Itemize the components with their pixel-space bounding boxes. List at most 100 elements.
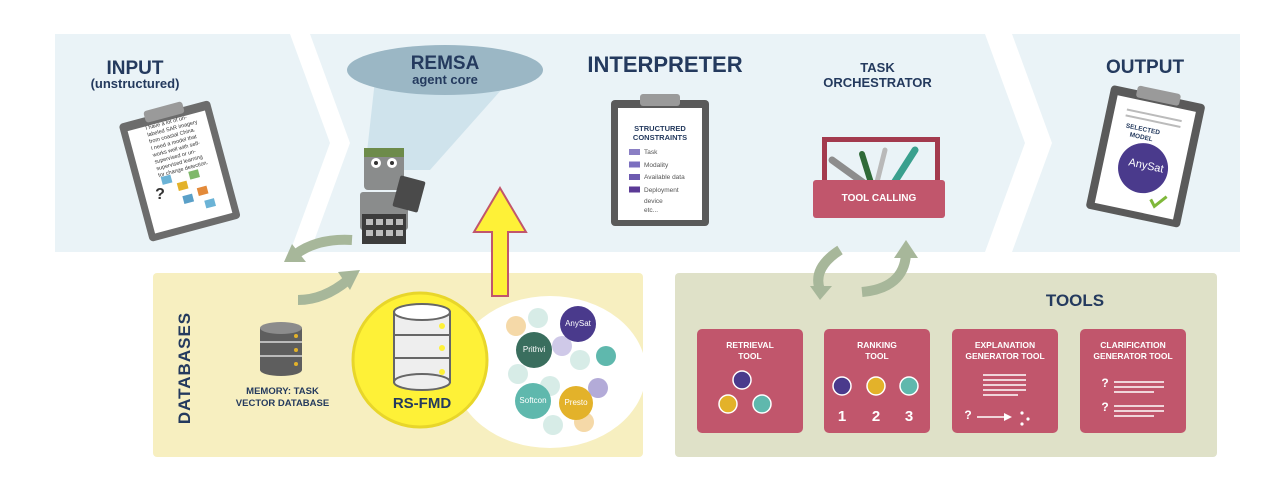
- tool-calling-label: TOOL CALLING: [841, 193, 917, 204]
- tool-title-line: GENERATOR TOOL: [1093, 351, 1173, 361]
- prithvi-label: Prithvi: [522, 345, 546, 354]
- databases-title: DATABASES: [175, 311, 194, 425]
- input-subtitle: (unstructured): [90, 76, 180, 91]
- tools-arrow-up: [861, 253, 911, 297]
- ranking-dot: [832, 376, 852, 396]
- input-title: INPUT: [106, 58, 164, 79]
- clarification-question-mark: ?: [1101, 400, 1109, 414]
- explanation-tool-card: [952, 329, 1058, 433]
- model-cloud: [454, 296, 646, 448]
- tool-title-line: GENERATOR TOOL: [965, 351, 1045, 361]
- cloud-dot: [552, 336, 572, 356]
- tools-title: TOOLS: [1045, 291, 1105, 310]
- memory-arrowhead-lower: [338, 270, 360, 290]
- explanation-question-mark: ?: [964, 408, 972, 422]
- agent-subtitle: agent core: [412, 72, 478, 87]
- explanation-dot: [1020, 422, 1024, 426]
- tool-title-line: EXPLANATION: [974, 340, 1036, 350]
- explanation-dot: [1026, 417, 1030, 421]
- cloud-dot: [528, 308, 548, 328]
- rsfmd-label: RS-FMD: [392, 395, 452, 412]
- cloud-dot: [570, 350, 590, 370]
- tool-title-line: TOOL: [738, 351, 762, 361]
- constraints-clipboard: [611, 94, 709, 226]
- explanation-arrowhead: [1004, 413, 1012, 421]
- rank-number: 3: [904, 408, 914, 425]
- orchestrator-title: TASK ORCHESTRATOR: [800, 60, 955, 90]
- retrieval-dot: [752, 394, 772, 414]
- softcon-label: Softcon: [519, 396, 547, 405]
- agent-light-cone: [365, 80, 510, 170]
- prithvi-bubble: [516, 332, 552, 368]
- cloud-dot: [508, 364, 528, 384]
- robot-icon: [360, 148, 426, 244]
- tools-arrowhead-up: [894, 240, 918, 258]
- constraint-item: Deployment: [644, 186, 679, 194]
- input-clipboard: [119, 100, 241, 242]
- tool-title-line: TOOL: [865, 351, 889, 361]
- clarification-tool-card: [1080, 329, 1186, 433]
- constraint-swatches: [629, 149, 640, 193]
- ranking-tool-title: RANKING TOOL: [824, 340, 930, 362]
- constraint-swatch: [629, 186, 640, 193]
- tool-title-line: RETRIEVAL: [726, 340, 774, 350]
- ranking-dot: [866, 376, 886, 396]
- memory-label: MEMORY: TASK VECTOR DATABASE: [225, 386, 340, 410]
- yellow-up-arrow: [472, 186, 528, 297]
- rank-number: 2: [871, 408, 881, 425]
- explanation-tool-title: EXPLANATION GENERATOR TOOL: [952, 340, 1058, 362]
- anysat-label: AnySat: [565, 319, 591, 328]
- constraint-item: Available data: [644, 174, 685, 181]
- rank-number: 1: [837, 408, 847, 425]
- explanation-dot: [1020, 411, 1024, 415]
- output-title: OUTPUT: [1105, 57, 1185, 78]
- memory-arrowhead-upper: [284, 244, 306, 262]
- agent-title: REMSA: [410, 53, 480, 74]
- anysat-bubble: [560, 306, 596, 342]
- constraint-swatch: [629, 174, 640, 180]
- constraint-item-extra: etc...: [644, 207, 659, 214]
- input-question-mark: ?: [155, 186, 165, 203]
- constraints-title-line: STRUCTURED: [634, 124, 686, 133]
- clarification-question-mark: ?: [1101, 376, 1109, 390]
- cloud-dot: [588, 378, 608, 398]
- ranking-dot: [899, 376, 919, 396]
- memory-arrow-upper: [293, 234, 353, 259]
- cloud-dot: [543, 415, 563, 435]
- interpreter-title: INTERPRETER: [587, 52, 743, 77]
- toolbox-icon: [813, 137, 945, 218]
- memory-database-icon: [260, 322, 302, 376]
- memory-label-line: MEMORY: TASK: [246, 386, 319, 397]
- constraint-swatch: [629, 161, 640, 168]
- constraint-list: Task Modality Available data Deployment …: [644, 147, 704, 215]
- constraint-item: Task: [644, 149, 658, 156]
- constraints-title: STRUCTURED CONSTRAINTS: [618, 124, 702, 142]
- orchestrator-title-line: TASK: [860, 60, 895, 75]
- softcon-bubble: [515, 383, 551, 419]
- constraints-title-line: CONSTRAINTS: [632, 133, 688, 142]
- clarification-tool-title: CLARIFICATION GENERATOR TOOL: [1080, 340, 1186, 362]
- constraint-item: Modality: [644, 161, 669, 169]
- constraint-swatch: [629, 149, 640, 155]
- output-clipboard: [1086, 85, 1205, 228]
- presto-bubble: [559, 386, 593, 420]
- tools-arrowhead-down: [810, 286, 832, 300]
- retrieval-dot: [732, 370, 752, 390]
- cloud-dot: [596, 346, 616, 366]
- rsfmd-database-icon: [393, 303, 451, 391]
- retrieval-tool-title: RETRIEVAL TOOL: [697, 340, 803, 362]
- tool-title-line: CLARIFICATION: [1100, 340, 1166, 350]
- presto-label: Presto: [564, 398, 588, 407]
- memory-label-line: VECTOR DATABASE: [235, 398, 330, 409]
- tool-title-line: RANKING: [857, 340, 897, 350]
- agent-core-ellipse: [347, 45, 543, 95]
- clarification-text-lines: [1114, 381, 1164, 417]
- memory-arrow-lower: [297, 276, 352, 305]
- cloud-dot: [506, 316, 526, 336]
- orchestrator-title-line: ORCHESTRATOR: [823, 75, 932, 90]
- explanation-text-lines: [977, 374, 1026, 418]
- retrieval-dot: [718, 394, 738, 414]
- constraint-item-extra: device: [644, 198, 663, 205]
